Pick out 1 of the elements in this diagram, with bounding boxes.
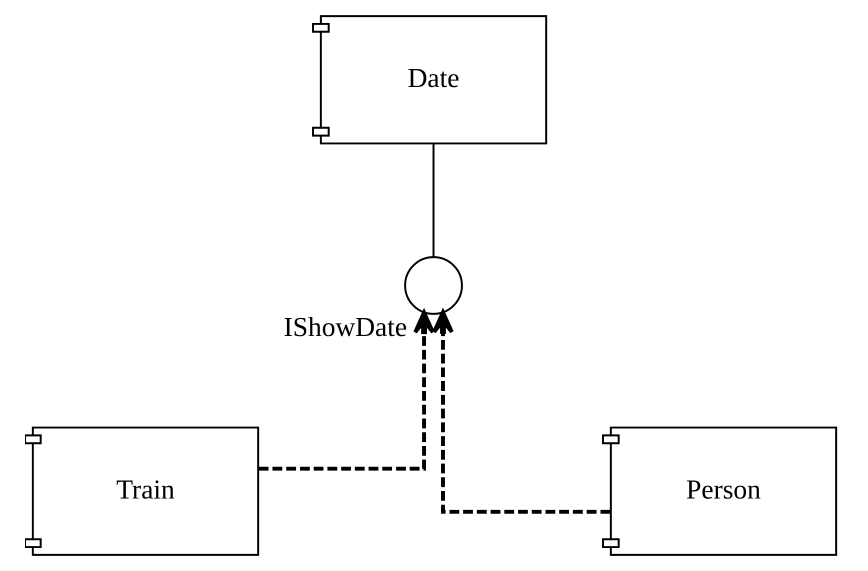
node-label: IShowDate	[283, 312, 407, 342]
